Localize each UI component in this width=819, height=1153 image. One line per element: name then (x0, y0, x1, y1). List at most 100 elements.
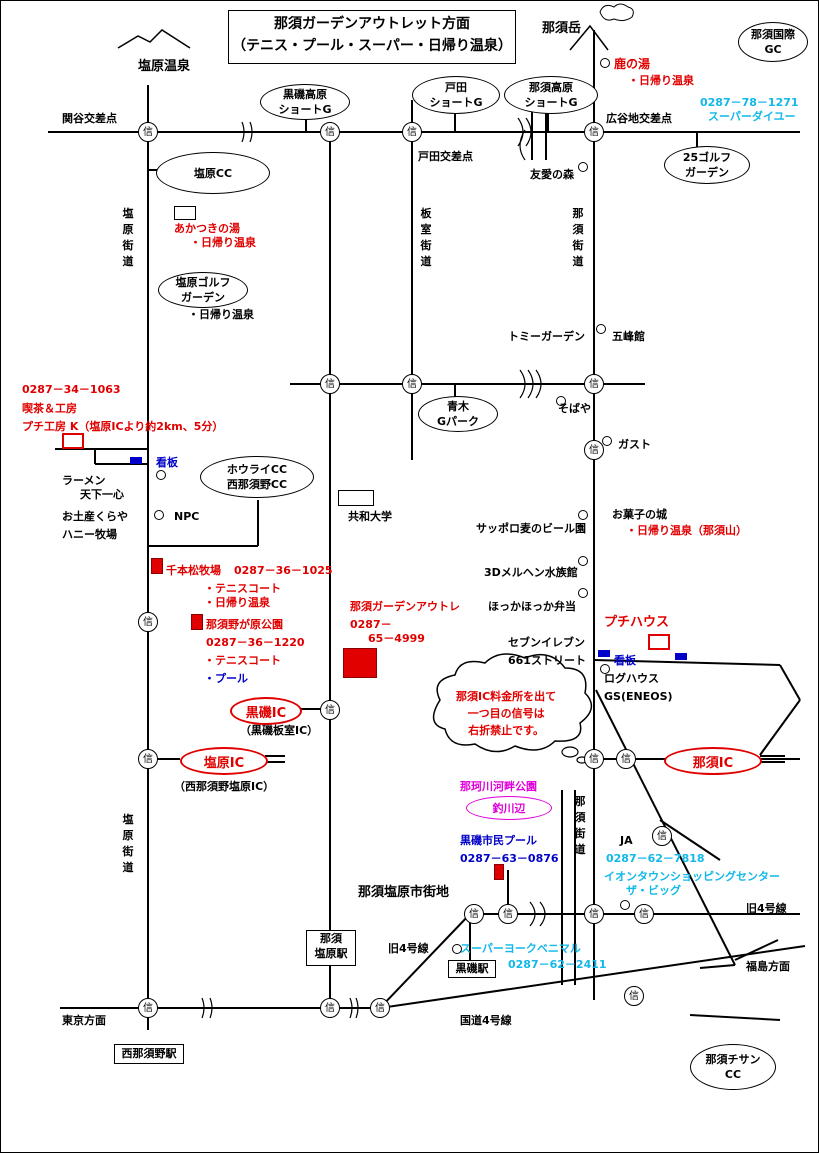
signal-gasuto: 信 (584, 440, 604, 460)
road-kyu4-right: 旧4号線 (746, 902, 787, 915)
intersection-sekiya: 関谷交差点 (62, 112, 117, 125)
signal-top-2: 信 (320, 122, 340, 142)
label-tsuribe: 釣川辺 (466, 796, 552, 820)
signal-sekiya: 信 (138, 122, 158, 142)
outlet-marker (343, 648, 377, 678)
signal-hirotanichi: 信 (584, 122, 604, 142)
signal-bottom-3: 信 (370, 998, 390, 1018)
dot-sobaya (556, 396, 566, 406)
label-log-house: ログハウス (604, 672, 659, 685)
label-okashi-higaeri: ・日帰り温泉（那須山） (626, 524, 747, 537)
label-kanban1: 看板 (156, 456, 178, 469)
dot-shika (600, 58, 610, 68)
label-puchi-house: プチハウス (604, 615, 670, 630)
label-aeon-phone: 0287－62－7818 (606, 852, 705, 865)
label-gs: GS(ENEOS) (604, 690, 673, 703)
dot-yuai (578, 162, 588, 172)
label-omiyage: お土産くらや (62, 510, 128, 523)
road-itamuro-kaido: 板室街道 (420, 207, 432, 268)
kanban2-marker (598, 650, 610, 657)
signal-city-4: 信 (634, 904, 654, 924)
akatsuki-building (174, 206, 196, 220)
golf-nasu-short: 那須高原 ショートG (504, 76, 598, 114)
station-nishinasuno: 西那須野駅 (114, 1044, 184, 1064)
label-tenka: 天下一心 (80, 488, 124, 501)
signal-bottom-right: 信 (624, 986, 644, 1006)
golf-nasu-kokusai: 那須国際 GC (738, 22, 808, 62)
label-senbon-phone: 0287－36－1025 (234, 564, 333, 577)
road-kyu4-left: 旧4号線 (388, 942, 429, 955)
signal-mid-2: 信 (402, 374, 422, 394)
label-sapporo: サッポロ麦のビール園 (476, 522, 586, 535)
label-meruhen: 3Dメルヘン水族館 (484, 566, 578, 579)
golf-toda-short: 戸田 ショートG (412, 76, 500, 114)
dot-npc (154, 510, 164, 520)
signal-mid-1: 信 (320, 374, 340, 394)
golf-kurobane-short: 黒磯高原 ショートG (260, 84, 350, 120)
road-tokyo-direction: 東京方面 (62, 1014, 106, 1027)
dot-ramen (156, 470, 166, 480)
kanban1-marker (130, 457, 142, 464)
label-york: スーパーヨークベニマル (460, 942, 581, 955)
area-shiobara-onsen: 塩原温泉 (138, 59, 191, 74)
label-super-daiyu: スーパーダイユー (708, 110, 796, 123)
intersection-hirotanichi: 広谷地交差点 (606, 112, 672, 125)
label-tomy-garden: トミーガーデン (508, 330, 585, 343)
label-ramen: ラーメン (62, 474, 106, 487)
label-akatsuki-higaeri: ・日帰り温泉 (190, 236, 256, 249)
label-yuai-no-mori: 友愛の森 (530, 168, 574, 181)
label-nasunogahara-pool: ・プール (204, 672, 248, 685)
label-kyowa: 共和大学 (348, 510, 392, 523)
ic-kurobane: 黒磯IC (230, 697, 302, 725)
dot-york (452, 944, 462, 954)
cloud-callout-shape (432, 653, 593, 753)
kyowa-building (338, 490, 374, 506)
label-shiobara-ic-sub: （西那須野塩原IC） (174, 780, 275, 793)
kanban2-marker-right (675, 653, 687, 660)
signal-city-3: 信 (584, 904, 604, 924)
nasunogahara-marker (191, 614, 203, 630)
signal-nasu-1: 信 (584, 749, 604, 769)
label-nasunogahara: 那須野が原公園 (206, 618, 283, 631)
label-shika-no-yu: 鹿の湯 (614, 57, 651, 71)
road-shiobara-kaido-top: 塩原街道 (122, 207, 134, 268)
signal-ja: 信 (652, 826, 672, 846)
label-okashi: お菓子の城 (612, 508, 667, 521)
label-nasunogahara-phone: 0287－36－1220 (206, 636, 305, 649)
puchi-kobo-marker (62, 433, 84, 449)
label-gasuto: ガスト (618, 438, 651, 451)
label-npc: NPC (174, 510, 200, 523)
label-kissa: 喫茶＆工房 (22, 402, 77, 415)
label-outlet: 那須ガーデンアウトレ (350, 600, 460, 613)
signal-city-1: 信 (464, 904, 484, 924)
ic-nasu: 那須IC (664, 747, 762, 775)
label-outlet-phone2: 65－4999 (368, 632, 425, 645)
label-kurobane-ic-sub: （黒磯板室IC） (240, 724, 319, 737)
signal-kurobane-ic: 信 (320, 700, 340, 720)
puchi-house-marker (648, 634, 670, 650)
dot-okashi (578, 510, 588, 520)
label-big: ザ・ビッグ (626, 884, 681, 897)
signal-mid-3: 信 (584, 374, 604, 394)
intersection-toda: 戸田交差点 (418, 150, 473, 163)
signal-toda: 信 (402, 122, 422, 142)
road-shiobara-kaido-bottom: 塩原街道 (122, 813, 134, 874)
label-honey: ハニー牧場 (62, 528, 117, 541)
station-nasushiobara: 那須 塩原駅 (306, 930, 356, 966)
label-nasunogahara-tennis: ・テニスコート (204, 654, 281, 667)
dot-gasuto (602, 436, 612, 446)
cloud-note: 那須IC料金所を出て 一つ目の信号は 右折禁止です。 (456, 690, 557, 737)
label-senbon-tennis: ・テニスコート (204, 582, 281, 595)
label-hokka: ほっかほっか弁当 (488, 600, 576, 613)
dot-aeon (620, 900, 630, 910)
signal-city-2: 信 (498, 904, 518, 924)
label-ja: JA (620, 834, 633, 847)
signal-bottom-1: 信 (138, 998, 158, 1018)
road-nasu-kaido-bottom: 那須街道 (574, 795, 586, 856)
label-gohokan: 五峰館 (612, 330, 645, 343)
dot-log (600, 664, 610, 674)
label-shika-higaeri: ・日帰り温泉 (628, 74, 694, 87)
area-nasudake: 那須岳 (542, 21, 582, 36)
label-seven: セブンイレブン (508, 636, 585, 649)
dot-hokka (578, 588, 588, 598)
